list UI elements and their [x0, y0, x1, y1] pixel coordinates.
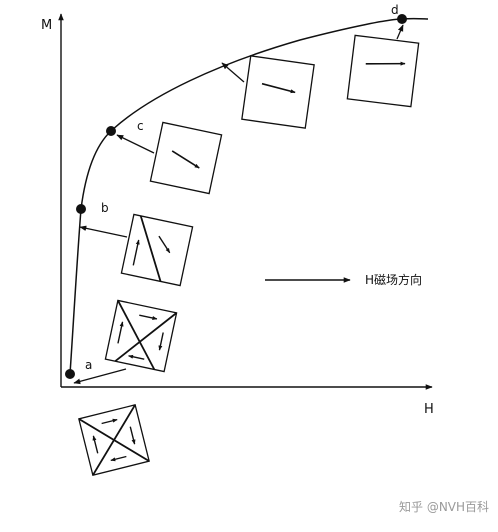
box-outline: [120, 213, 194, 287]
domain-wall: [117, 299, 156, 370]
domain-arrow: [132, 239, 140, 266]
axes: M H: [41, 13, 434, 417]
pointer-arrow-a: [73, 368, 127, 385]
domain-box-c: [149, 121, 223, 195]
domain-box-e: [241, 55, 315, 129]
point-c-label: c: [137, 119, 144, 133]
point-a-marker: [65, 369, 75, 379]
point-c-marker: [106, 126, 116, 136]
point-b-marker: [76, 204, 86, 214]
domain-wall: [92, 404, 136, 476]
point-d-label: d: [391, 3, 399, 17]
box-outline: [149, 121, 223, 195]
domain-arrow: [117, 321, 124, 344]
legend-label: H磁场方向: [365, 272, 422, 287]
curve-points: a b c d: [65, 3, 407, 379]
domain-box-demagnetized: [78, 404, 150, 476]
domain-arrow: [158, 332, 164, 351]
pointer-arrow-b: [79, 225, 128, 238]
point-a-label: a: [85, 358, 92, 372]
pointer-arrows: [73, 24, 404, 385]
pointer-arrow-e: [221, 62, 245, 83]
domain-arrow: [139, 314, 158, 320]
domain-arrow: [158, 235, 171, 254]
domain-arrow: [92, 435, 99, 454]
domain-arrow: [110, 455, 127, 462]
point-d-marker: [397, 14, 407, 24]
legend: H磁场方向: [265, 272, 422, 287]
domain-box-b: [120, 213, 194, 287]
domain-arrow: [171, 150, 200, 169]
domain-box-a: [104, 299, 178, 373]
domain-arrow: [128, 354, 145, 360]
domain-wall: [114, 312, 178, 362]
watermark-text: 知乎 @NVH百科: [399, 500, 489, 514]
pointer-arrow-c: [116, 134, 155, 154]
y-axis-label: M: [41, 18, 52, 33]
domain-arrow: [129, 426, 136, 445]
domain-arrow: [261, 82, 296, 94]
point-b-label: b: [101, 201, 109, 215]
domain-arrow: [365, 61, 406, 66]
x-axis-label: H: [424, 402, 434, 417]
domain-arrow: [101, 418, 118, 425]
box-outline: [346, 34, 420, 108]
domain-box-d: [346, 34, 420, 108]
domain-wall: [139, 215, 162, 282]
box-outline: [241, 55, 315, 129]
pointer-arrow-d: [396, 24, 404, 40]
